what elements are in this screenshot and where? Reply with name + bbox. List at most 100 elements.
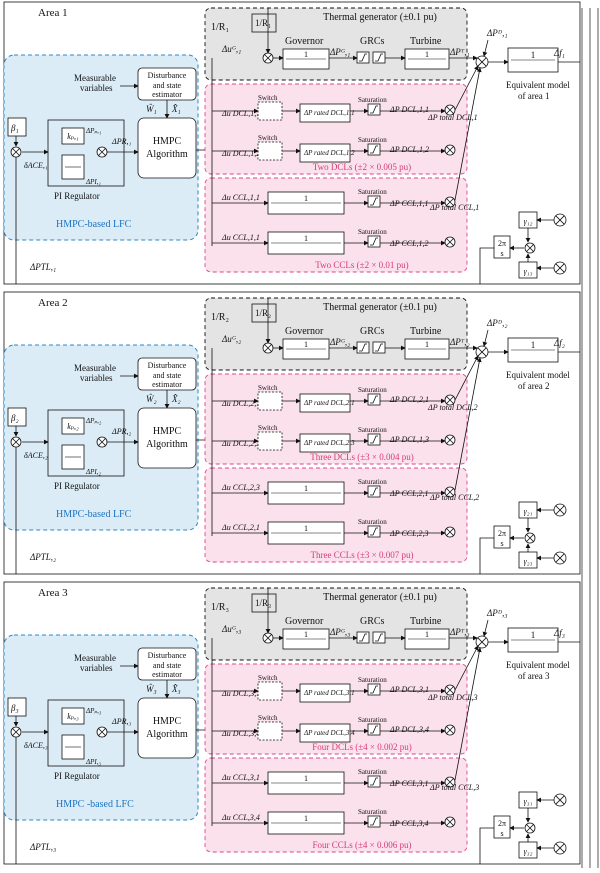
area2-dp-r: ΔPR,₂	[111, 427, 131, 436]
area3-ccl-tf-1-num: 1	[304, 814, 308, 823]
area2-gamma-b-summer	[553, 551, 567, 565]
area3-ccl-input-1: Δu CCL,3,4	[221, 813, 260, 822]
area1-dp-g: ΔPᴳ,₁	[329, 47, 350, 57]
area1-wire-pd	[482, 39, 489, 57]
area3-df: Δf₃	[553, 628, 565, 638]
area1-pi-summer	[96, 146, 108, 158]
area3-dse-1: Disturbance	[148, 651, 187, 660]
area1-ace-summer	[10, 146, 22, 158]
area3-delta-ace: δACE,₃	[24, 741, 48, 750]
area2-ccl-sat-1	[367, 525, 381, 538]
area1-dcl-output-0: ΔP DCL,1,1	[389, 105, 429, 114]
area3-droop-text: 1/R₃	[211, 602, 229, 613]
area2-dp-t: ΔPᵀ,₂	[449, 337, 470, 347]
area2-grc-sat-b	[372, 341, 386, 354]
area2-dcl-output-0: ΔP DCL,2,1	[389, 395, 429, 404]
area2-dcl-summer-1	[444, 434, 456, 446]
area2-ccl-sat-0-curve	[370, 487, 378, 496]
area1-switch-box-0	[257, 101, 283, 121]
area1-grc-sat-b	[372, 51, 386, 64]
area2-dcl-sat-0-box	[367, 393, 381, 406]
area1-dcl-sat-0-box	[367, 103, 381, 116]
area2-grc-sat-b-box	[372, 341, 386, 354]
area3-switch-box-1	[257, 721, 283, 741]
area3-wire-tie-out	[479, 827, 494, 864]
area1-ccl-sat-0-curve	[370, 197, 378, 206]
area1-dcl-total: ΔP total DCL,1	[427, 113, 478, 122]
area3-gen-summer-x2	[264, 634, 272, 642]
area3-ki-block	[61, 734, 85, 760]
area3-grc-sat-b	[372, 631, 386, 644]
area3-ccl-summer-1	[444, 816, 456, 828]
area3-equivalent-tf: 1	[507, 627, 559, 653]
area1-grc-sat-b-curve	[375, 53, 383, 62]
area2-dcl-sat-0-curve	[370, 395, 378, 404]
area1-ccl-tf-0-num: 1	[304, 194, 308, 203]
area2-grc-sat-a	[356, 341, 370, 354]
area1-grc-sat-a	[356, 51, 370, 64]
area2-ccl-summer-0-x2	[446, 488, 454, 496]
area1-ki-block	[61, 154, 85, 180]
area1-gamma-b-summer	[553, 261, 567, 275]
area3-dcl-sat-label-1: Saturation	[358, 716, 387, 724]
area1-title: Area 1	[38, 7, 68, 19]
area3-gamma-b: γ₃₂	[524, 847, 533, 856]
area1-ccl-input-0: Δu CCL,1,1	[221, 193, 260, 202]
area1-turbine-tf: 1	[404, 48, 450, 70]
area2-dcl-sat-1-box	[367, 433, 381, 446]
area2-gen-summer-x2	[264, 344, 272, 352]
area3-dcl-summer-1-x2	[446, 726, 454, 734]
area2-ace-summer	[10, 436, 22, 448]
area2-x-hat: X̂₂	[171, 394, 181, 404]
area3-wire-ccl-total	[454, 647, 482, 781]
area2-ccl-sat-1-box	[367, 525, 381, 538]
area1-tie-summer-x2	[526, 244, 534, 252]
area1-eq-label-2: of area 1	[518, 91, 549, 101]
area3-turbine-tf-num: 1	[425, 630, 429, 639]
area2-df: Δf₂	[553, 338, 565, 348]
area2-measurable-2: variables	[80, 373, 113, 383]
area2-dcl-rated-0: ΔP rated DCL,2,1	[303, 399, 355, 407]
area3-hmpc-2: Algorithm	[146, 729, 188, 740]
area2-delta-ace: δACE,₂	[24, 451, 48, 460]
area3-ccl-sat-1	[367, 815, 381, 828]
area1-kp: kₚ,₁	[67, 132, 79, 141]
area3-switch-label-0: Switch	[258, 674, 278, 682]
area2-switch-label-0: Switch	[258, 384, 278, 392]
area3-governor-label: Governor	[285, 616, 324, 627]
area1-dse-2: and state	[153, 81, 182, 90]
area3-gamma-b-summer	[553, 841, 567, 855]
area1-thermal-title: Thermal generator (±0.1 pu)	[323, 12, 437, 23]
area1-dp-t: ΔPᵀ,₁	[449, 47, 470, 57]
area2-ccl-tf-1: 1	[267, 521, 345, 545]
area3-dcl-sat-1	[367, 723, 381, 736]
area1-dcl-sat-1-curve	[370, 145, 378, 154]
area3-dcl-summer-0-x2	[446, 686, 454, 694]
area2-wire-tie-out	[479, 537, 494, 574]
area3-hmpc-1: HMPC	[153, 716, 182, 727]
area1-lfc-label: HMPC-based LFC	[56, 219, 132, 230]
area3-droop-box	[251, 593, 277, 613]
area3-kp-box	[61, 707, 85, 725]
area3-hmpc-box	[137, 697, 197, 759]
area2-dptl: ΔPTL,₂	[29, 552, 56, 562]
area3-ccl-tf-1: 1	[267, 811, 345, 835]
area2-lfc-label: HMPC-based LFC	[56, 509, 132, 520]
area3-title: Area 3	[38, 587, 68, 599]
area1-beta-box	[7, 117, 27, 137]
area1-dcl-sat-1	[367, 143, 381, 156]
area3-equivalent-tf-num: 1	[531, 630, 536, 640]
area3-dcl-output-1: ΔP DCL,3,4	[389, 725, 429, 734]
area3-measurable-2: variables	[80, 663, 113, 673]
area2-ccl-input-1: Δu CCL,2,1	[221, 523, 260, 532]
area2-title: Area 2	[38, 297, 68, 309]
area2-turbine-label: Turbine	[410, 326, 442, 337]
area1-wire-tie-out	[479, 247, 494, 284]
area1-wire-ccl-total	[454, 67, 482, 201]
area1-grcs-label: GRCs	[360, 36, 385, 47]
area3-ccl-sat-0	[367, 775, 381, 788]
area1-gamma-b: γ₁₃	[524, 267, 533, 276]
area2-gamma-a-summer-x2	[555, 505, 565, 515]
area3-wire-pd	[482, 619, 489, 637]
